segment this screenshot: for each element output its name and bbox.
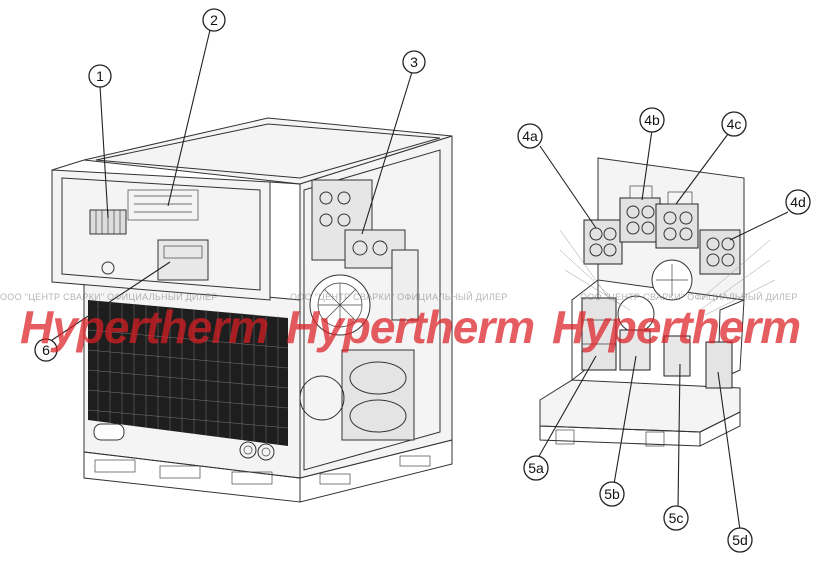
callout-1: 1 <box>88 64 112 88</box>
svg-text:4c: 4c <box>727 116 742 132</box>
callout-5c: 5c <box>663 505 689 531</box>
svg-text:2: 2 <box>210 12 218 28</box>
callout-2: 2 <box>202 8 226 32</box>
callout-4d: 4d <box>785 189 811 215</box>
svg-text:1: 1 <box>96 68 104 84</box>
internal-assembly <box>539 157 776 447</box>
svg-text:4a: 4a <box>522 128 538 144</box>
svg-text:5c: 5c <box>669 510 684 526</box>
component-5a <box>581 297 617 371</box>
callout-5b: 5b <box>599 481 625 507</box>
svg-text:6: 6 <box>42 342 50 358</box>
cooling-grille <box>88 300 288 446</box>
callout-3: 3 <box>402 50 426 74</box>
svg-text:5a: 5a <box>528 460 544 476</box>
module-4c <box>655 191 699 249</box>
callout-5d: 5d <box>727 527 753 553</box>
svg-text:5b: 5b <box>604 486 620 502</box>
callout-4c: 4c <box>721 111 747 137</box>
callout-4b: 4b <box>639 107 665 133</box>
leader-lines <box>51 29 789 531</box>
component-5c <box>663 335 691 377</box>
callout-6: 6 <box>34 338 58 362</box>
module-4b <box>619 185 661 243</box>
module-4a <box>583 219 623 265</box>
watermark-dealer-text-3: ООО "ЦЕНТР СВАРКИ" ОФИЦИАЛЬНЫЙ ДИЛЕР <box>580 292 798 302</box>
svg-text:4d: 4d <box>790 194 806 210</box>
svg-text:5d: 5d <box>732 532 748 548</box>
callout-5a: 5a <box>523 455 549 481</box>
svg-text:4b: 4b <box>644 112 660 128</box>
handle-slot <box>93 423 125 441</box>
watermark-dealer-text-1: ООО "ЦЕНТР СВАРКИ" ОФИЦИАЛЬНЫЙ ДИЛЕР <box>0 292 218 302</box>
watermark-dealer-text-2: ООО "ЦЕНТР СВАРКИ" ОФИЦИАЛЬНЫЙ ДИЛЕР <box>290 292 508 302</box>
watermark-brand-1: Hypertherm <box>20 301 269 353</box>
svg-text:3: 3 <box>410 54 418 70</box>
callout-4a: 4a <box>517 123 543 149</box>
module-4d <box>699 229 741 275</box>
power-supply-housing <box>51 117 453 503</box>
watermark-brand-3: Hypertherm <box>552 301 801 353</box>
watermark-brand-2: Hypertherm <box>286 301 535 353</box>
